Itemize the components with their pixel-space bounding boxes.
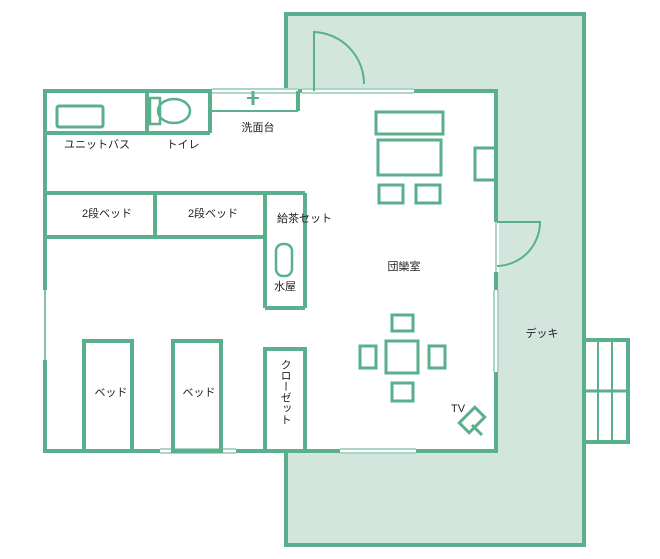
door-swing-icon bbox=[313, 30, 542, 267]
label-unit-bath: ユニットバス bbox=[64, 138, 130, 151]
label-bed-2: ベッド bbox=[183, 387, 216, 399]
label-bunk-bed-1: 2段ベッド bbox=[82, 206, 132, 220]
label-water-heater: 水屋 bbox=[274, 280, 296, 293]
faucet-icon bbox=[247, 91, 259, 105]
label-common-room: 団欒室 bbox=[388, 259, 421, 273]
label-closet: クローゼット bbox=[279, 359, 292, 425]
label-toilet: トイレ bbox=[167, 139, 200, 151]
label-deck: デッキ bbox=[526, 326, 559, 340]
toilet-fixture bbox=[148, 96, 192, 126]
bathtub bbox=[55, 104, 105, 129]
dining-set bbox=[358, 313, 447, 403]
beds bbox=[82, 339, 223, 453]
label-tv: TV bbox=[451, 403, 466, 415]
label-washbasin: 洗面台 bbox=[242, 120, 275, 134]
house-floor bbox=[45, 91, 496, 451]
wall-shelf bbox=[473, 146, 498, 182]
sofa-set bbox=[374, 110, 445, 205]
deck-steps bbox=[582, 338, 630, 444]
water-heater-fixture bbox=[274, 242, 294, 278]
tv-icon bbox=[457, 405, 487, 437]
label-tea-set: 給茶セット bbox=[277, 211, 332, 225]
label-bed-1: ベッド bbox=[95, 387, 128, 399]
partition-walls bbox=[263, 193, 307, 310]
label-bunk-bed-2: 2段ベッド bbox=[188, 206, 238, 220]
closet-unit bbox=[263, 347, 307, 453]
